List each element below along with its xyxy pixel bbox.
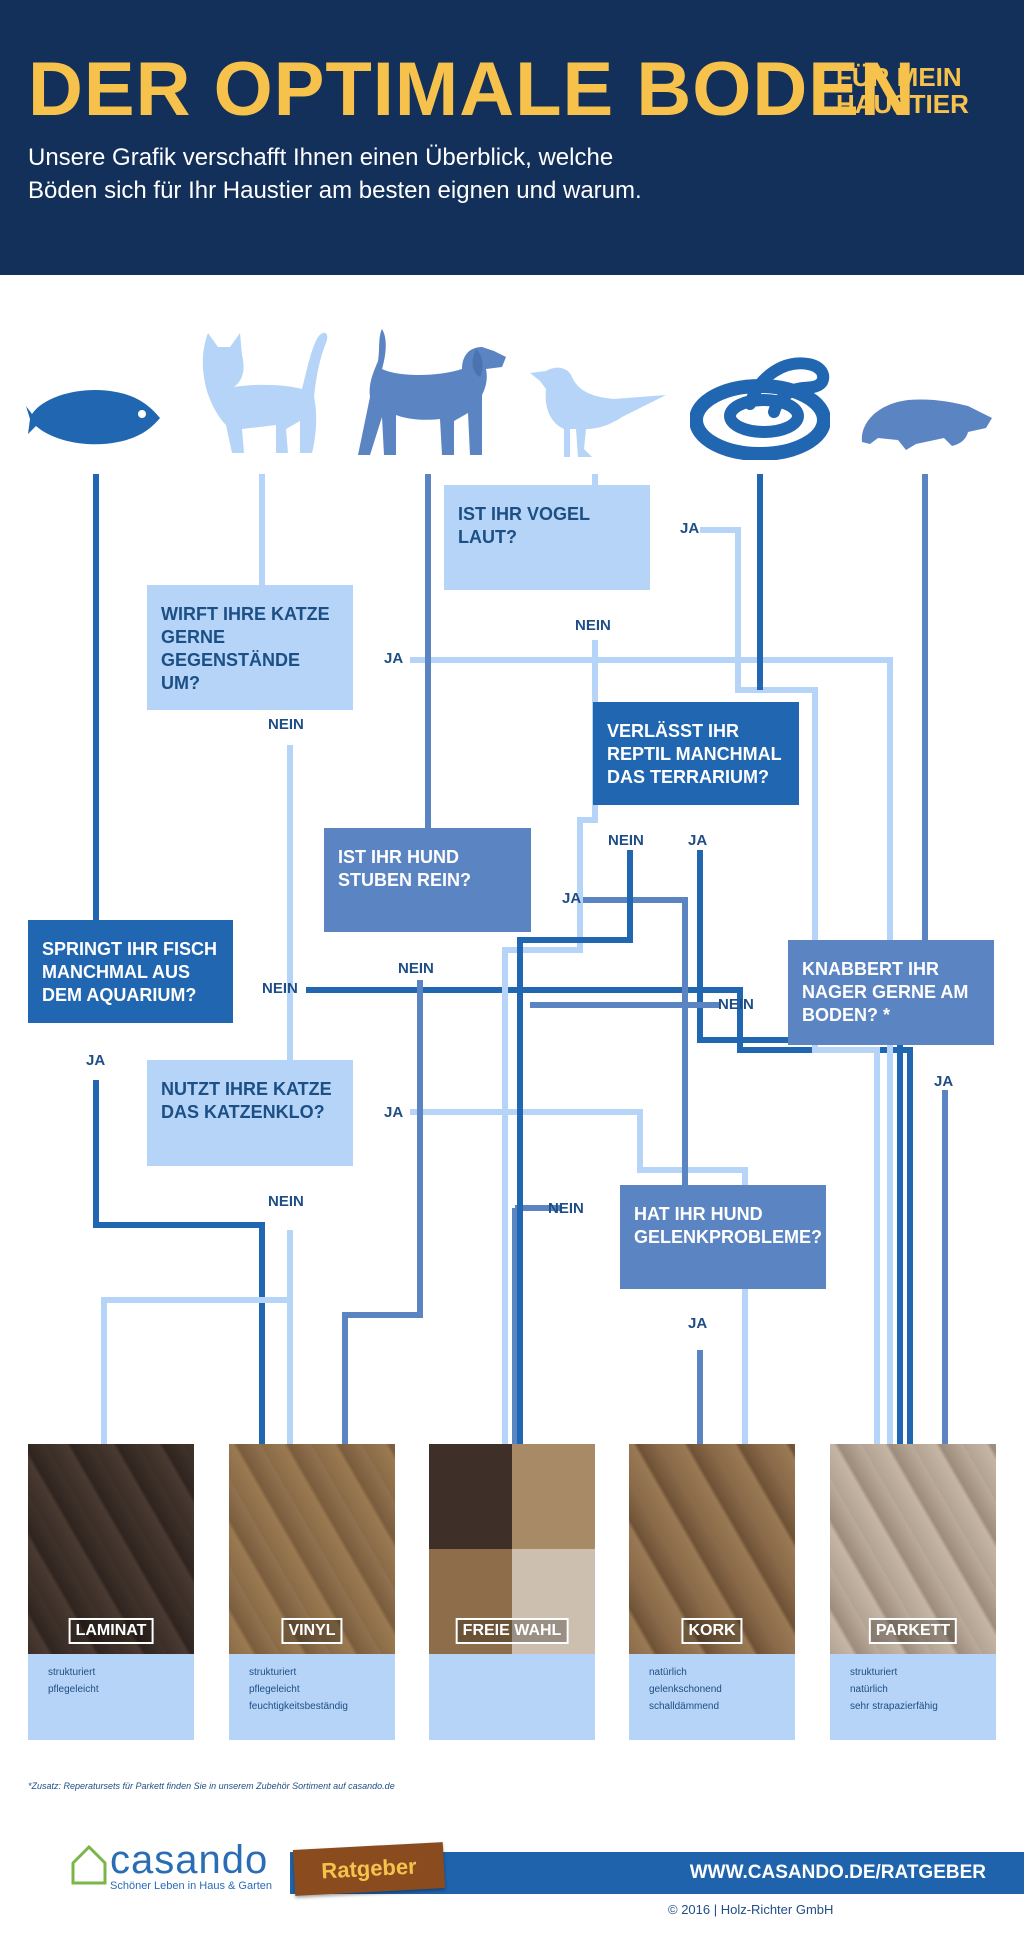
floor-image-parkett: PARKETT: [830, 1444, 996, 1654]
prop-item: strukturiert: [249, 1667, 297, 1678]
answer-cat-throws-nein: NEIN: [268, 716, 304, 733]
rodent-icon: [861, 399, 992, 450]
line-dog-nein-vinyl: [342, 980, 423, 1444]
question-rodent-gnaws: KNABBERT IHR NAGER GERNE AM BODEN? *: [788, 940, 994, 1045]
floor-label-vinyl: VINYL: [281, 1618, 343, 1644]
line-fish-ja-laminat: [93, 1080, 265, 1444]
floor-props-freie-wahl: [429, 1654, 595, 1740]
answer-bird-ja: JA: [680, 520, 700, 537]
floor-props-parkett: strukturiert natürlich sehr strapazierfä…: [830, 1654, 996, 1740]
question-fish-jumps: SPRINGT IHR FISCH MANCHMAL AUS DEM AQUAR…: [28, 920, 233, 1023]
question-cat-litter: NUTZT IHRE KATZE DAS KATZENKLO?: [147, 1060, 353, 1166]
brand-logo-text: casando: [110, 1838, 269, 1882]
prop-item: pflegeleicht: [48, 1684, 99, 1695]
answer-rodent-nein: NEIN: [718, 996, 754, 1013]
answer-joints-nein: NEIN: [548, 1200, 584, 1217]
prop-item: schalldämmend: [649, 1701, 720, 1712]
brand-tagline: Schöner Leben in Haus & Garten: [110, 1880, 273, 1892]
ratgeber-badge: Ratgeber: [292, 1842, 446, 1896]
snake-icon: [690, 357, 830, 460]
prop-item: strukturiert: [48, 1667, 96, 1678]
floor-props-laminat: strukturiert pflegeleicht: [28, 1654, 194, 1740]
answer-reptile-nein: NEIN: [608, 832, 644, 849]
question-bird-loud: IST IHR VOGEL LAUT?: [444, 485, 650, 590]
bird-icon: [530, 367, 666, 457]
floor-image-kork: KORK: [629, 1444, 795, 1654]
line-fish-nein-parkett: [306, 987, 913, 1444]
floor-image-laminat: LAMINAT: [28, 1444, 194, 1654]
page-subtitle: Unsere Grafik verschafft Ihnen einen Übe…: [28, 144, 642, 204]
prop-item: natürlich: [649, 1667, 687, 1678]
floor-props-vinyl: strukturiert pflegeleicht feuchtigkeitsb…: [229, 1654, 395, 1740]
title-suffix-line-1: FÜR MEIN: [836, 62, 962, 92]
line-cat-ja-parkett: [410, 657, 893, 1444]
prop-item: gelenkschonend: [649, 1684, 722, 1695]
prop-item: pflegeleicht: [249, 1684, 300, 1695]
header-banner: DER OPTIMALE BODEN FÜR MEIN HAUSTIER Uns…: [0, 0, 1024, 275]
prop-item: feuchtigkeitsbeständig: [249, 1701, 348, 1712]
prop-item: strukturiert: [850, 1667, 898, 1678]
floor-label-laminat: LAMINAT: [68, 1618, 154, 1644]
prop-item: sehr strapazierfähig: [850, 1701, 938, 1712]
line-dog-ja-joints: [580, 897, 688, 1185]
answer-bird-nein: NEIN: [575, 617, 611, 634]
page-title-suffix: FÜR MEIN HAUSTIER: [836, 64, 969, 117]
answer-litter-nein: NEIN: [268, 1193, 304, 1210]
floor-image-freie-wahl: FREIE WAHL: [429, 1444, 595, 1654]
answer-dog-ja: JA: [562, 890, 582, 907]
answer-cat-throws-ja: JA: [384, 650, 404, 667]
floor-label-parkett: PARKETT: [868, 1618, 958, 1644]
footnote: *Zusatz: Reperatursets für Parkett finde…: [28, 1781, 395, 1791]
fish-icon: [26, 390, 160, 445]
page-title: DER OPTIMALE BODEN: [28, 47, 916, 132]
cat-icon: [202, 332, 328, 453]
answer-dog-nein: NEIN: [398, 960, 434, 977]
copyright: © 2016 | Holz-Richter GmbH: [668, 1902, 834, 1917]
floor-label-kork: KORK: [681, 1618, 743, 1644]
line-bird-ja: [700, 527, 880, 1444]
dog-icon: [358, 329, 506, 455]
floor-label-freie-wahl: FREIE WAHL: [455, 1618, 569, 1644]
website-link[interactable]: WWW.CASANDO.DE/RATGEBER: [689, 1862, 986, 1883]
answer-rodent-ja: JA: [934, 1073, 954, 1090]
prop-item: natürlich: [850, 1684, 888, 1695]
answer-reptile-ja: JA: [688, 832, 708, 849]
line-reptile-nein: [517, 850, 633, 1444]
question-reptile-leaves: VERLÄSST IHR REPTIL MANCHMAL DAS TERRARI…: [593, 702, 799, 805]
title-suffix-line-2: HAUSTIER: [836, 88, 969, 119]
answer-fish-ja: JA: [86, 1052, 106, 1069]
question-cat-throws: WIRFT IHRE KATZE GERNE GEGENSTÄNDE UM?: [147, 585, 353, 710]
answer-fish-nein: NEIN: [262, 980, 298, 997]
floor-props-kork: natürlich gelenkschonend schalldämmend: [629, 1654, 795, 1740]
answer-litter-ja: JA: [384, 1104, 404, 1121]
question-dog-joints: HAT IHR HUND GELENKPROBLEME?: [620, 1185, 826, 1289]
line-vinyl-laminat: [101, 1297, 290, 1444]
question-dog-housetrained: IST IHR HUND STUBEN REIN?: [324, 828, 531, 932]
house-icon: [71, 1844, 107, 1885]
floor-image-vinyl: VINYL: [229, 1444, 395, 1654]
flowchart-lines: [93, 474, 948, 1444]
answer-joints-ja: JA: [688, 1315, 708, 1332]
